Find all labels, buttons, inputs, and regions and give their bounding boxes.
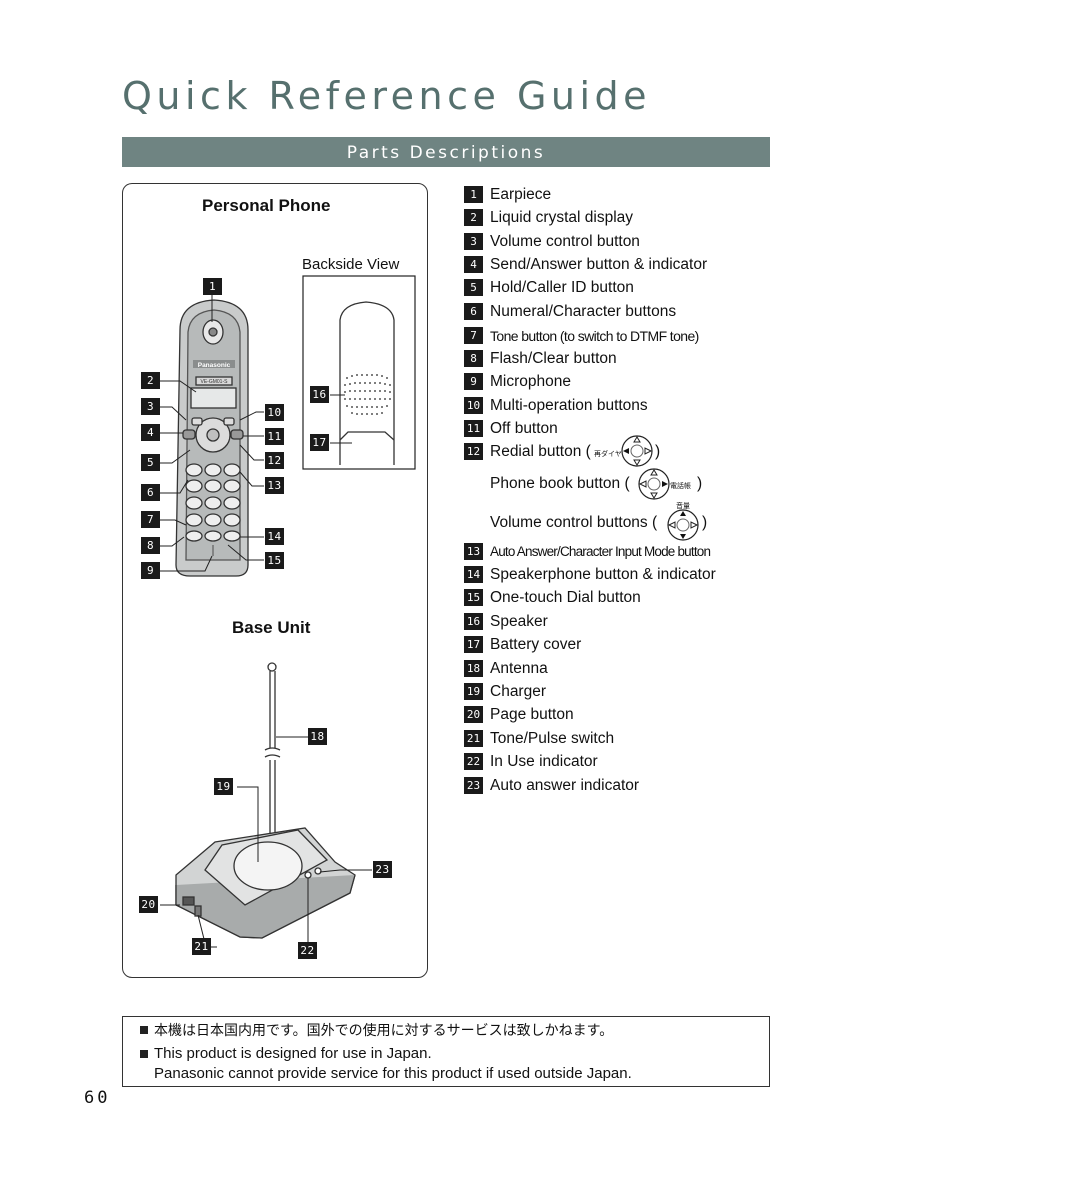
part-number: 12: [464, 443, 483, 460]
redial-close: ): [655, 443, 661, 460]
backside-view-label: Backside View: [302, 256, 400, 273]
callout-21: 21: [192, 938, 211, 955]
part-number: 17: [464, 636, 483, 653]
part-label: Antenna: [490, 660, 548, 677]
phonebook-kana: 電話帳: [670, 481, 691, 490]
part-label: Tone/Pulse switch: [490, 730, 615, 747]
part-number: 7: [464, 327, 483, 344]
phonebook-close: ): [697, 475, 703, 492]
part-label: Redial button (: [490, 443, 591, 460]
part-number: 6: [464, 303, 483, 320]
callout-22: 22: [298, 942, 317, 959]
part-number: 22: [464, 753, 483, 770]
part-number: 14: [464, 566, 483, 583]
callout-15: 15: [265, 552, 284, 569]
volume-label: Volume control buttons (: [490, 514, 658, 531]
part-number: 3: [464, 233, 483, 250]
part-number: 4: [464, 256, 483, 273]
callout-11: 11: [265, 428, 284, 445]
part-number: 16: [464, 613, 483, 630]
callout-13: 13: [265, 477, 284, 494]
section-header: Parts Descriptions: [122, 137, 770, 167]
bullet-icon: [140, 1026, 148, 1034]
part-label: In Use indicator: [490, 753, 598, 770]
base-unit-heading: Base Unit: [232, 618, 311, 637]
part-number: 2: [464, 209, 483, 226]
part-label: Tone button (to switch to DTMF tone): [490, 328, 699, 344]
part-label: Numeral/Character buttons: [490, 303, 677, 320]
part-label: Charger: [490, 683, 546, 700]
callout-4: 4: [141, 424, 160, 441]
part-label: Liquid crystal display: [490, 209, 634, 226]
base-unit-illustration: [175, 662, 356, 939]
part-label: Earpiece: [490, 186, 552, 203]
notice-japanese: 本機は日本国内用です。国外での使用に対するサービスは致しかねます。: [154, 1023, 614, 1039]
handset-brand-logo: Panasonic: [198, 362, 231, 369]
callout-3: 3: [141, 398, 160, 415]
phonebook-label: Phone book button (: [490, 475, 630, 492]
part-number: 15: [464, 589, 483, 606]
callout-17: 17: [310, 434, 329, 451]
part-number: 13: [464, 543, 483, 560]
part-number: 1: [464, 186, 483, 203]
callout-10: 10: [265, 404, 284, 421]
handset-illustration: [175, 299, 249, 577]
part-label: Speaker: [490, 613, 548, 630]
part-label: Battery cover: [490, 636, 582, 653]
part-number: 23: [464, 777, 483, 794]
callout-12: 12: [265, 452, 284, 469]
part-number: 11: [464, 420, 483, 437]
callout-23: 23: [373, 861, 392, 878]
personal-phone-heading: Personal Phone: [202, 196, 331, 215]
notice-english-2: Panasonic cannot provide service for thi…: [154, 1065, 632, 1082]
part-label: Volume control button: [490, 233, 640, 250]
part-number: 21: [464, 730, 483, 747]
part-label: Page button: [490, 706, 574, 723]
page-number: 60: [84, 1088, 111, 1108]
part-number: 19: [464, 683, 483, 700]
part-label: Microphone: [490, 373, 571, 390]
bullet-icon: [140, 1050, 148, 1058]
callout-9: 9: [141, 562, 160, 579]
part-label: Send/Answer button & indicator: [490, 256, 708, 273]
part-number: 9: [464, 373, 483, 390]
page-title: Quick Reference Guide: [122, 74, 652, 118]
notice-english-1: This product is designed for use in Japa…: [154, 1045, 432, 1062]
callout-5: 5: [141, 454, 160, 471]
callout-14: 14: [265, 528, 284, 545]
redial-kana: 再ダイヤル: [594, 449, 629, 458]
section-title: Parts Descriptions: [346, 143, 546, 163]
part-number: 8: [464, 350, 483, 367]
phonebook-key-icon: 電話帳: [638, 468, 691, 500]
part-number: 10: [464, 397, 483, 414]
callout-20: 20: [139, 896, 158, 913]
volume-close: ): [702, 514, 708, 531]
part-label: Speakerphone button & indicator: [490, 566, 716, 583]
callout-16: 16: [310, 386, 329, 403]
part-number: 20: [464, 706, 483, 723]
volume-kana: 音量: [676, 501, 690, 510]
part-number: 18: [464, 660, 483, 677]
callout-2: 2: [141, 372, 160, 389]
part-label: Auto Answer/Character Input Mode button: [490, 544, 711, 559]
callout-18: 18: [308, 728, 327, 745]
callout-7: 7: [141, 511, 160, 528]
redial-key-icon: 再ダイヤル: [594, 435, 653, 467]
callout-6: 6: [141, 484, 160, 501]
figure-panel: [122, 183, 428, 978]
part-number: 5: [464, 279, 483, 296]
handset-model-label: VE-GM01-S: [201, 379, 229, 385]
callout-1: 1: [203, 278, 222, 295]
handset-back-illustration: [339, 301, 395, 465]
part-label: Flash/Clear button: [490, 350, 617, 367]
part-label: Multi-operation buttons: [490, 397, 648, 414]
part-label: Hold/Caller ID button: [490, 279, 634, 296]
part-label: Off button: [490, 420, 558, 437]
notice-box: 本機は日本国内用です。国外での使用に対するサービスは致しかねます。 This p…: [122, 1016, 770, 1087]
callout-8: 8: [141, 537, 160, 554]
callout-19: 19: [214, 778, 233, 795]
volume-key-icon: 音量: [667, 501, 699, 541]
part-label: One-touch Dial button: [490, 589, 641, 606]
part-label: Auto answer indicator: [490, 777, 640, 794]
